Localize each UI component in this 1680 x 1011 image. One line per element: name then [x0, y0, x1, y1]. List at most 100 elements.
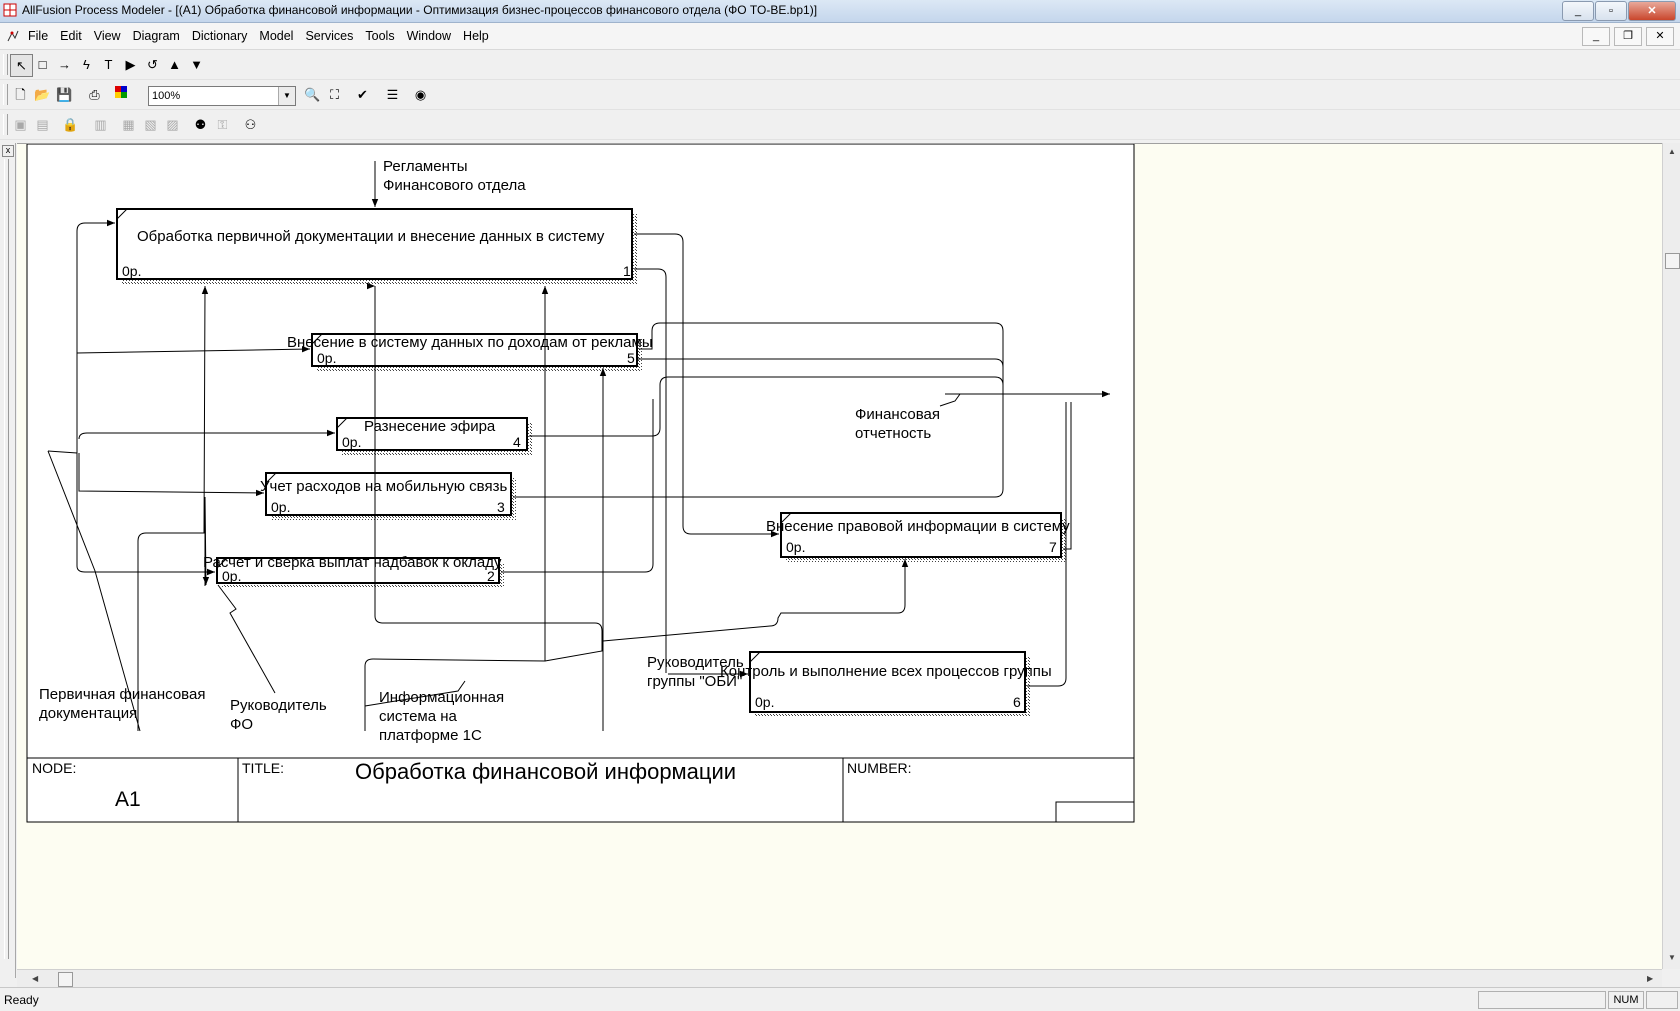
- close-icon[interactable]: x: [2, 145, 14, 157]
- zoom-in-icon[interactable]: 🔍: [304, 87, 321, 102]
- activity-box-7[interactable]: Внесение правовой информации в систему 0…: [766, 512, 1070, 562]
- close-button[interactable]: ✕: [1628, 1, 1676, 21]
- mdi-restore-button[interactable]: ❐: [1614, 27, 1642, 46]
- menu-view[interactable]: View: [93, 29, 121, 43]
- activity-box-5[interactable]: Внесение в систему данных по доходам от …: [287, 333, 653, 371]
- vertical-scroll-thumb[interactable]: [1665, 253, 1680, 269]
- toolbar-grip[interactable]: [3, 54, 8, 75]
- arrow-box7-output[interactable]: [1063, 402, 1072, 550]
- menu-tools[interactable]: Tools: [365, 29, 395, 43]
- box-2-cost: 0р.: [222, 568, 241, 584]
- menu-help[interactable]: Help: [463, 29, 489, 43]
- print-icon[interactable]: ⎙: [89, 87, 100, 102]
- vertical-scrollbar[interactable]: ▲ ▼: [1662, 143, 1680, 969]
- toolbar-grip[interactable]: [3, 84, 8, 105]
- box-6-number: 6: [1013, 694, 1021, 710]
- zoom-select[interactable]: 100% ▼: [148, 86, 296, 106]
- arrow-1c-branch[interactable]: [374, 286, 603, 662]
- label-regulations-2: Финансового отдела: [383, 177, 526, 194]
- menu-edit[interactable]: Edit: [60, 29, 82, 43]
- activity-box-1[interactable]: Обработка первичной документации и внесе…: [116, 208, 637, 284]
- zoom-fit-icon[interactable]: ⛶: [329, 87, 340, 102]
- globe-icon[interactable]: ◉: [414, 87, 427, 102]
- menu-model[interactable]: Model: [259, 29, 294, 43]
- pointer-tool-icon[interactable]: ↖: [10, 54, 33, 77]
- arrow-tool-icon[interactable]: →: [58, 57, 71, 72]
- toolbar-grip[interactable]: [3, 114, 8, 135]
- mart-save-icon[interactable]: ▥: [94, 117, 107, 132]
- arrow-head-fo-box2[interactable]: [202, 496, 210, 586]
- go-to-child-icon[interactable]: ▼: [190, 57, 203, 72]
- activity-box-6[interactable]: Контроль и выполнение всех процессов гру…: [720, 651, 1052, 717]
- mart-key-icon[interactable]: ⚿: [217, 117, 228, 132]
- mart-connect-icon[interactable]: ▣: [14, 117, 27, 132]
- arrow-1c-box1[interactable]: [364, 286, 549, 731]
- arrow-input-box5[interactable]: [76, 345, 311, 354]
- menu-diagram[interactable]: Diagram: [132, 29, 180, 43]
- horizontal-scroll-thumb[interactable]: [58, 972, 73, 987]
- docked-panel-strip: x: [0, 143, 16, 978]
- scroll-left-icon[interactable]: ◀: [32, 974, 39, 983]
- save-icon[interactable]: 💾: [56, 87, 73, 102]
- arrow-input-box4[interactable]: [78, 429, 335, 440]
- arrow-head-fo-box1[interactable]: [137, 285, 209, 731]
- mdi-minimize-button[interactable]: _: [1582, 27, 1610, 46]
- scroll-down-icon[interactable]: ▼: [1668, 953, 1676, 962]
- arrow-box5-output[interactable]: [639, 322, 1004, 394]
- scroll-up-icon[interactable]: ▲: [1668, 147, 1676, 156]
- arrow-1c-squiggle[interactable]: [364, 680, 466, 707]
- box-tool-icon[interactable]: □: [38, 57, 47, 72]
- arrow-output-squiggle[interactable]: [939, 393, 961, 407]
- arrow-box1-to-box7[interactable]: [634, 233, 779, 538]
- menu-dictionary[interactable]: Dictionary: [191, 29, 248, 43]
- label-head-obi-1: Руководитель: [647, 654, 744, 671]
- mart-people-icon[interactable]: ⚇: [244, 117, 257, 132]
- arrow-head-fo-squiggle[interactable]: [217, 584, 276, 694]
- model-explorer-icon[interactable]: ☰: [386, 87, 399, 102]
- color-palette-icon[interactable]: [110, 84, 131, 105]
- arrow-box5-output-b[interactable]: [638, 358, 1004, 394]
- mart-table-icon[interactable]: ▨: [166, 117, 179, 132]
- arrow-input-box3[interactable]: [78, 453, 265, 497]
- spell-check-icon[interactable]: ✔: [357, 87, 368, 102]
- arrow-input-stem[interactable]: [47, 450, 78, 454]
- mart-open-icon[interactable]: ▦: [122, 117, 135, 132]
- arrow-box6-output[interactable]: [1027, 402, 1067, 687]
- menu-file[interactable]: File: [28, 29, 49, 43]
- activity-box-2[interactable]: Расчет и сверка выплат надбавок к окладу…: [203, 554, 504, 588]
- arrow-1c-box7[interactable]: [602, 559, 909, 642]
- chevron-down-icon[interactable]: ▼: [278, 87, 295, 105]
- document-icon[interactable]: [6, 29, 20, 43]
- menu-window[interactable]: Window: [406, 29, 452, 43]
- text-tool-icon[interactable]: T: [104, 57, 113, 72]
- arrow-box1-output[interactable]: [634, 268, 667, 673]
- mart-merge-icon[interactable]: ▧: [144, 117, 157, 132]
- maximize-button[interactable]: ▫: [1595, 1, 1627, 21]
- offpage-tool-icon[interactable]: ▶: [125, 57, 136, 72]
- activity-box-4[interactable]: Разнесение эфира 0р. 4: [336, 417, 532, 455]
- box-3-name: Учет расходов на мобильную связь: [260, 478, 507, 495]
- undo-tool-icon[interactable]: ↺: [147, 57, 158, 72]
- activity-box-3[interactable]: Учет расходов на мобильную связь 0р. 3: [260, 472, 516, 520]
- horizontal-scrollbar[interactable]: ◀ ▶: [17, 969, 1662, 988]
- minimize-button[interactable]: _: [1562, 1, 1594, 21]
- diagram-workspace[interactable]: Обработка первичной документации и внесе…: [17, 143, 1662, 970]
- arrow-input-tail[interactable]: [47, 450, 141, 732]
- mart-disconnect-icon[interactable]: ▤: [36, 117, 49, 132]
- arrow-box4-output[interactable]: [529, 376, 1004, 437]
- squiggle-tool-icon[interactable]: ϟ: [83, 57, 90, 72]
- panel-splitter[interactable]: [4, 159, 9, 959]
- lock-icon[interactable]: 🔒: [62, 117, 79, 132]
- arrow-input-box2[interactable]: [76, 453, 215, 576]
- new-file-icon[interactable]: 🗋: [15, 87, 26, 102]
- menu-services[interactable]: Services: [305, 29, 354, 43]
- arrow-box3-output[interactable]: [513, 394, 1004, 498]
- box-2-name: Расчет и сверка выплат надбавок к окладу: [203, 554, 502, 571]
- mart-users-icon[interactable]: ⚉: [194, 117, 207, 132]
- open-folder-icon[interactable]: 📂: [34, 87, 51, 102]
- arrow-box2-output[interactable]: [501, 399, 654, 573]
- arrow-input-box1[interactable]: [76, 219, 115, 453]
- go-to-parent-icon[interactable]: ▲: [168, 57, 181, 72]
- scroll-right-icon[interactable]: ▶: [1647, 974, 1654, 983]
- mdi-close-button[interactable]: ✕: [1646, 27, 1674, 46]
